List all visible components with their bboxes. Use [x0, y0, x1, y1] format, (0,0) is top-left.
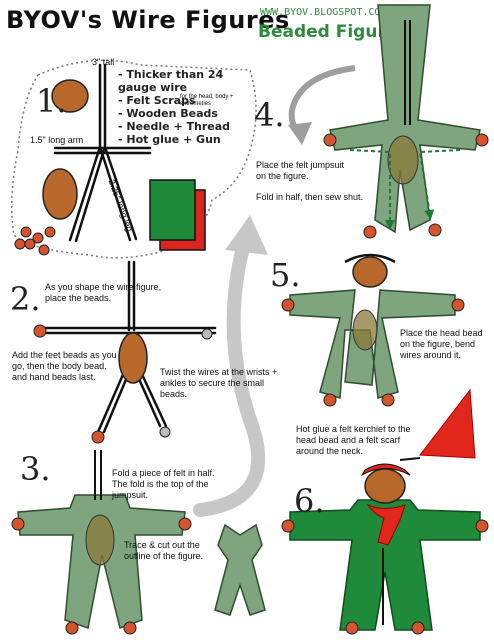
step5-text-head: Place the head bead on the figure, bend …: [400, 328, 483, 360]
step-arrow-icon: [193, 233, 266, 517]
subtitle: Beaded Figure: [258, 22, 398, 42]
step3-text-fold: Fold a piece of felt in half. The fold i…: [112, 468, 215, 500]
supply-item: - Thicker than 24 gauge wire: [118, 68, 224, 94]
step6-number: 6.: [294, 482, 325, 520]
step5-figure: [281, 253, 465, 407]
kerchief-icon: [419, 388, 476, 459]
supply-item: - Wooden Beads: [118, 107, 218, 120]
body-bead-icon: [42, 168, 78, 220]
step3-felt-figure: [11, 450, 192, 635]
head-bead-icon: [51, 79, 89, 113]
blog-url[interactable]: WWW.BYOV.BLOGSPOT.COM: [260, 7, 387, 18]
step6-finished-figure: [281, 463, 489, 635]
step1-wire-figure: [53, 63, 152, 243]
supply-item: - Needle + Thread: [118, 120, 231, 133]
step3-number: 3.: [20, 450, 51, 488]
small-beads-icon: [14, 226, 56, 256]
felt-cutout-icon: [214, 523, 266, 616]
step2-body-bead-icon: [118, 332, 148, 384]
left-foot-bead-icon: [91, 430, 105, 444]
step4-jumpsuit-figure: [323, 4, 489, 239]
step2-text-shape: As you shape the wire figure, place the …: [45, 282, 162, 303]
scarf-icon: [366, 503, 406, 546]
step4-text-place: Place the felt jumpsuit on the figure.: [256, 160, 345, 181]
step2-wire-figure: [40, 260, 217, 434]
right-hand-bead-icon: [201, 328, 213, 340]
supply-list: - Thicker than 24 gauge wire - Felt Scra…: [118, 68, 248, 146]
step4-text-sew: Fold in half, then sew shut.: [256, 192, 364, 202]
felt-scrap-green: [149, 179, 196, 241]
step4-number: 4.: [254, 96, 285, 134]
step2-text-twist: Twist the wires at the wrists + ankles t…: [160, 367, 278, 399]
left-hand-bead-icon: [33, 324, 47, 338]
page-title: BYOV's Wire Figures: [6, 6, 290, 34]
step1-number: 1.: [36, 82, 67, 120]
right-foot-bead-icon: [159, 426, 171, 438]
step3-text-trace: Trace & cut out the outline of the figur…: [124, 540, 204, 561]
arm-label: 1.5" long arm: [30, 135, 84, 145]
supply-item: - Hot glue + Gun: [118, 133, 221, 146]
beads-note: for the head, body + extremeties: [180, 94, 234, 107]
height-label: 3" tall: [92, 57, 115, 67]
supply-item: - Felt Scraps: [118, 94, 196, 107]
step2-number: 2.: [10, 280, 41, 318]
step2-text-feet: Add the feet beads as you go, then the b…: [12, 350, 117, 382]
step5-number: 5.: [270, 256, 301, 294]
step5-text-glue: Hot glue a felt kerchief to the head bea…: [296, 424, 411, 456]
